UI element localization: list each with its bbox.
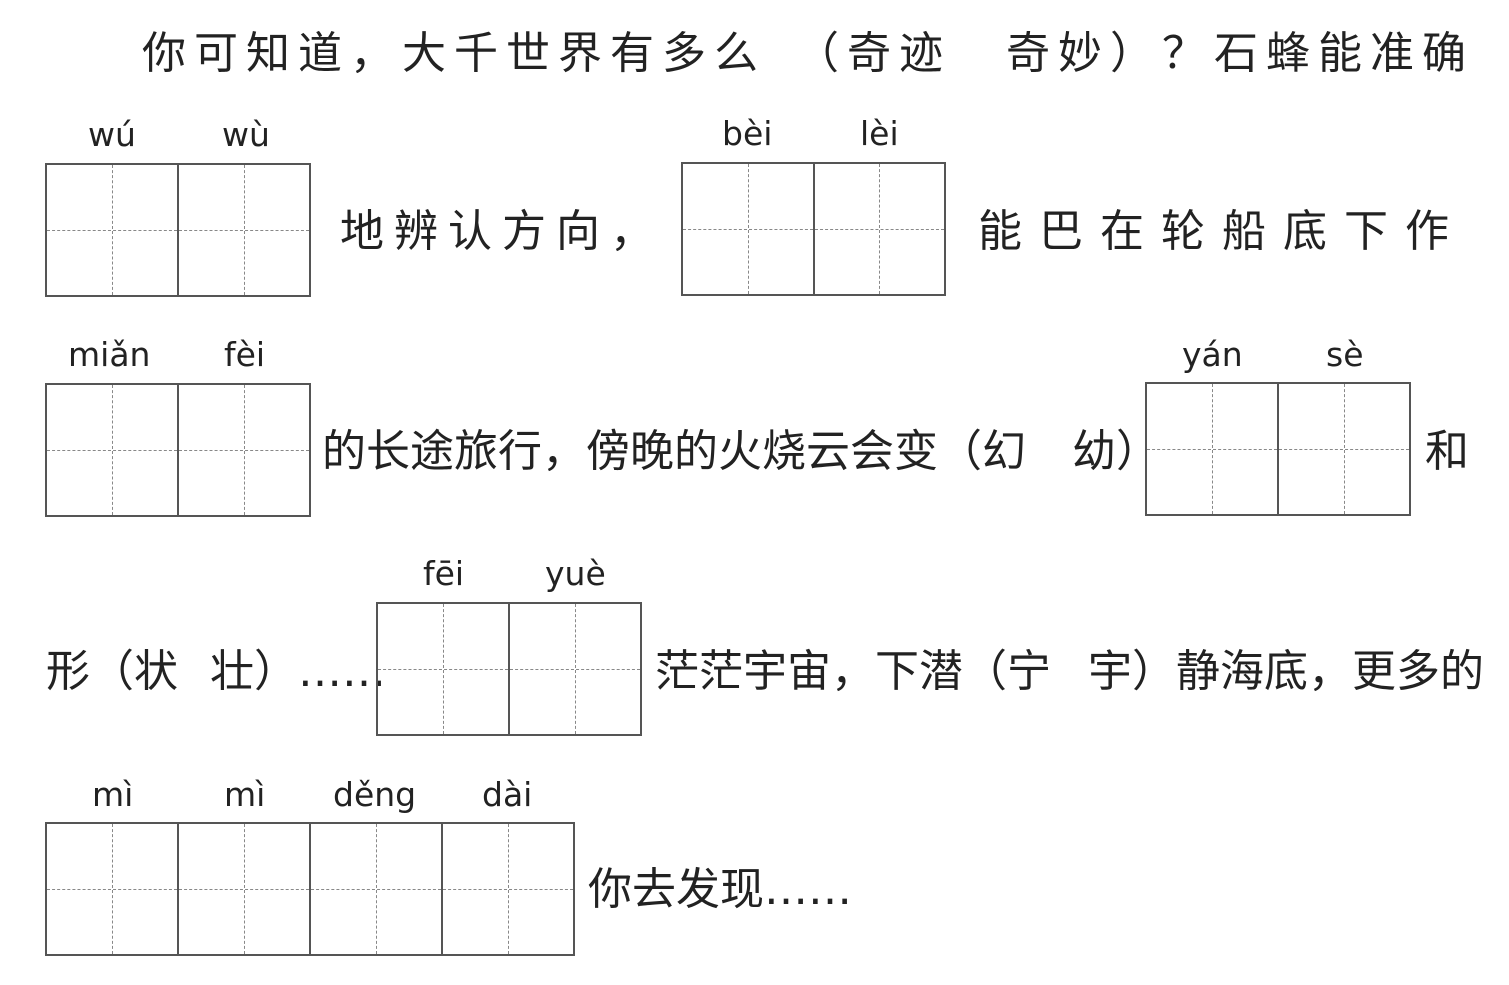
writing-cell[interactable]: [443, 824, 573, 954]
writing-cell[interactable]: [179, 824, 311, 954]
pinyin-label: wú: [88, 115, 136, 154]
writing-cell[interactable]: [378, 604, 510, 734]
line3-mid: 的长途旅行，傍晚的火烧云会变（幻: [322, 426, 1026, 477]
writing-cell[interactable]: [814, 164, 945, 294]
line4-start: 形（状: [46, 646, 178, 697]
writing-cell[interactable]: [1279, 384, 1409, 514]
pinyin-label: mì: [224, 775, 266, 814]
writing-cell[interactable]: [47, 824, 179, 954]
pinyin-label: sè: [1326, 335, 1364, 374]
writing-cell[interactable]: [683, 164, 815, 294]
pinyin-label: mì: [92, 775, 134, 814]
pinyin-label: bèi: [722, 114, 773, 153]
line2-mid: 地辨认方向，: [340, 206, 664, 257]
writing-grid-yanse[interactable]: [1145, 382, 1411, 516]
writing-cell[interactable]: [47, 385, 179, 515]
pinyin-label: fēi: [423, 554, 465, 593]
writing-grid-wuwu[interactable]: [45, 163, 311, 297]
line4-choice: 壮）……: [210, 646, 386, 697]
pinyin-label: fèi: [224, 335, 266, 374]
line1-choice2: 奇妙）？石蜂能准确: [1006, 28, 1474, 79]
line3-end: 和: [1425, 426, 1469, 477]
pinyin-label: yán: [1182, 335, 1243, 374]
line1-choice1: （奇迹: [795, 28, 951, 79]
writing-grid-mimidengdai[interactable]: [45, 822, 575, 956]
line5-end: 你去发现……: [588, 864, 852, 915]
writing-cell[interactable]: [47, 165, 179, 295]
line4-end: 宇）静海底，更多的: [1088, 646, 1484, 697]
writing-cell[interactable]: [179, 385, 309, 515]
writing-cell[interactable]: [311, 824, 443, 954]
pinyin-label: yuè: [545, 554, 606, 593]
writing-grid-feiyue[interactable]: [376, 602, 642, 736]
line4-mid: 茫茫宇宙，下潜（宁: [655, 646, 1051, 697]
pinyin-label: děng: [333, 775, 417, 814]
writing-grid-beilei[interactable]: [681, 162, 946, 296]
pinyin-label: lèi: [860, 114, 899, 153]
writing-cell[interactable]: [510, 604, 640, 734]
writing-grid-mianfei[interactable]: [45, 383, 311, 517]
line2-end: 能巴在轮船底下作: [978, 206, 1466, 257]
writing-cell[interactable]: [179, 165, 309, 295]
writing-cell[interactable]: [1147, 384, 1279, 514]
pinyin-label: wù: [222, 115, 270, 154]
pinyin-label: miǎn: [68, 335, 151, 374]
pinyin-label: dài: [482, 775, 533, 814]
line1-start: 你可知道，大千世界有多么: [142, 28, 766, 79]
